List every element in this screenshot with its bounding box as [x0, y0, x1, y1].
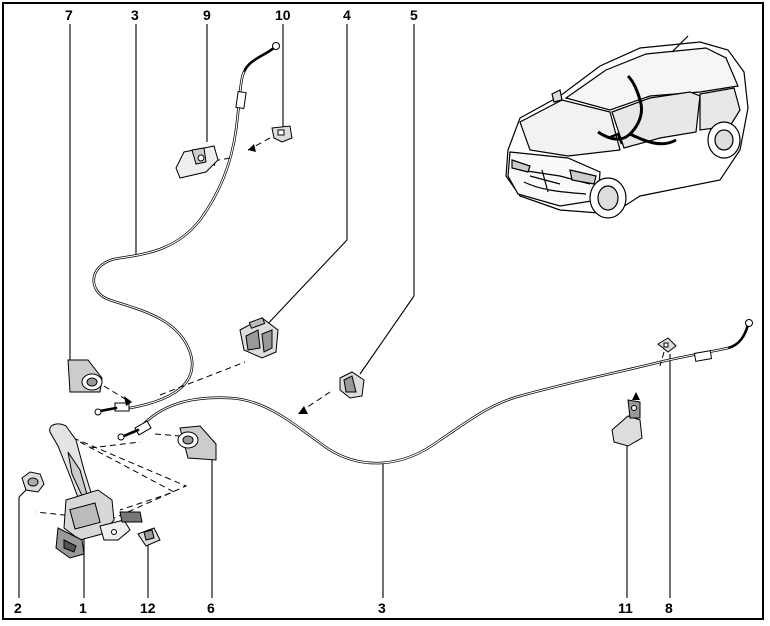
- vehicle-mirror: [551, 89, 563, 103]
- leader-5b: [359, 295, 415, 375]
- callout-4: 4: [343, 7, 351, 23]
- leader-4b: [261, 239, 348, 331]
- cable-3-upper: [92, 46, 276, 410]
- vehicle-side-windows: [611, 91, 701, 149]
- clip-8: [657, 337, 677, 353]
- rear-cable-lower: [117, 319, 753, 465]
- callout-2: 2: [14, 600, 22, 616]
- vehicle-inset: [505, 35, 749, 219]
- diagram-frame: [2, 2, 764, 620]
- callout-7: 7: [65, 7, 73, 23]
- brake-lever-1: [49, 423, 143, 559]
- vehicle-cable-routing: [597, 74, 644, 141]
- clip-12: [137, 527, 161, 547]
- callout-9: 9: [203, 7, 211, 23]
- grommet-7: [67, 359, 103, 393]
- holder-4: [239, 317, 279, 359]
- callout-1: 1: [79, 600, 87, 616]
- nut-2: [21, 471, 45, 493]
- cable-end-upper: [272, 42, 280, 50]
- vehicle-roof: [564, 47, 739, 111]
- rear-cable-upper: [92, 42, 280, 416]
- callout-6: 6: [207, 600, 215, 616]
- cable-3-lower: [138, 323, 750, 465]
- callout-3-bottom: 3: [378, 600, 386, 616]
- vehicle-front: [507, 151, 601, 207]
- top-callouts: 7 3 9 10 4 5: [65, 7, 418, 375]
- clip-10: [271, 125, 293, 143]
- grommet-6: [177, 425, 217, 461]
- callout-8: 8: [665, 600, 673, 616]
- cable-sheath-ferrule-upper: [235, 90, 247, 110]
- bracket-11: [611, 399, 643, 447]
- holder-5: [339, 371, 365, 399]
- bracket-9: [175, 145, 219, 179]
- cable-ferrule-front-lower: [134, 420, 152, 436]
- callout-10: 10: [275, 7, 291, 23]
- cable-sheath-ferrule-lower: [693, 350, 713, 362]
- cable-eye-front-lower: [117, 433, 125, 441]
- bottom-callouts: 2 1 12 6 3 11 8: [14, 354, 673, 616]
- cable-end-lower: [745, 319, 753, 327]
- cable-eye-front-upper: [94, 408, 102, 416]
- callout-3-top: 3: [131, 7, 139, 23]
- callout-11: 11: [618, 600, 633, 616]
- callout-12: 12: [140, 600, 156, 616]
- callout-5: 5: [410, 7, 418, 23]
